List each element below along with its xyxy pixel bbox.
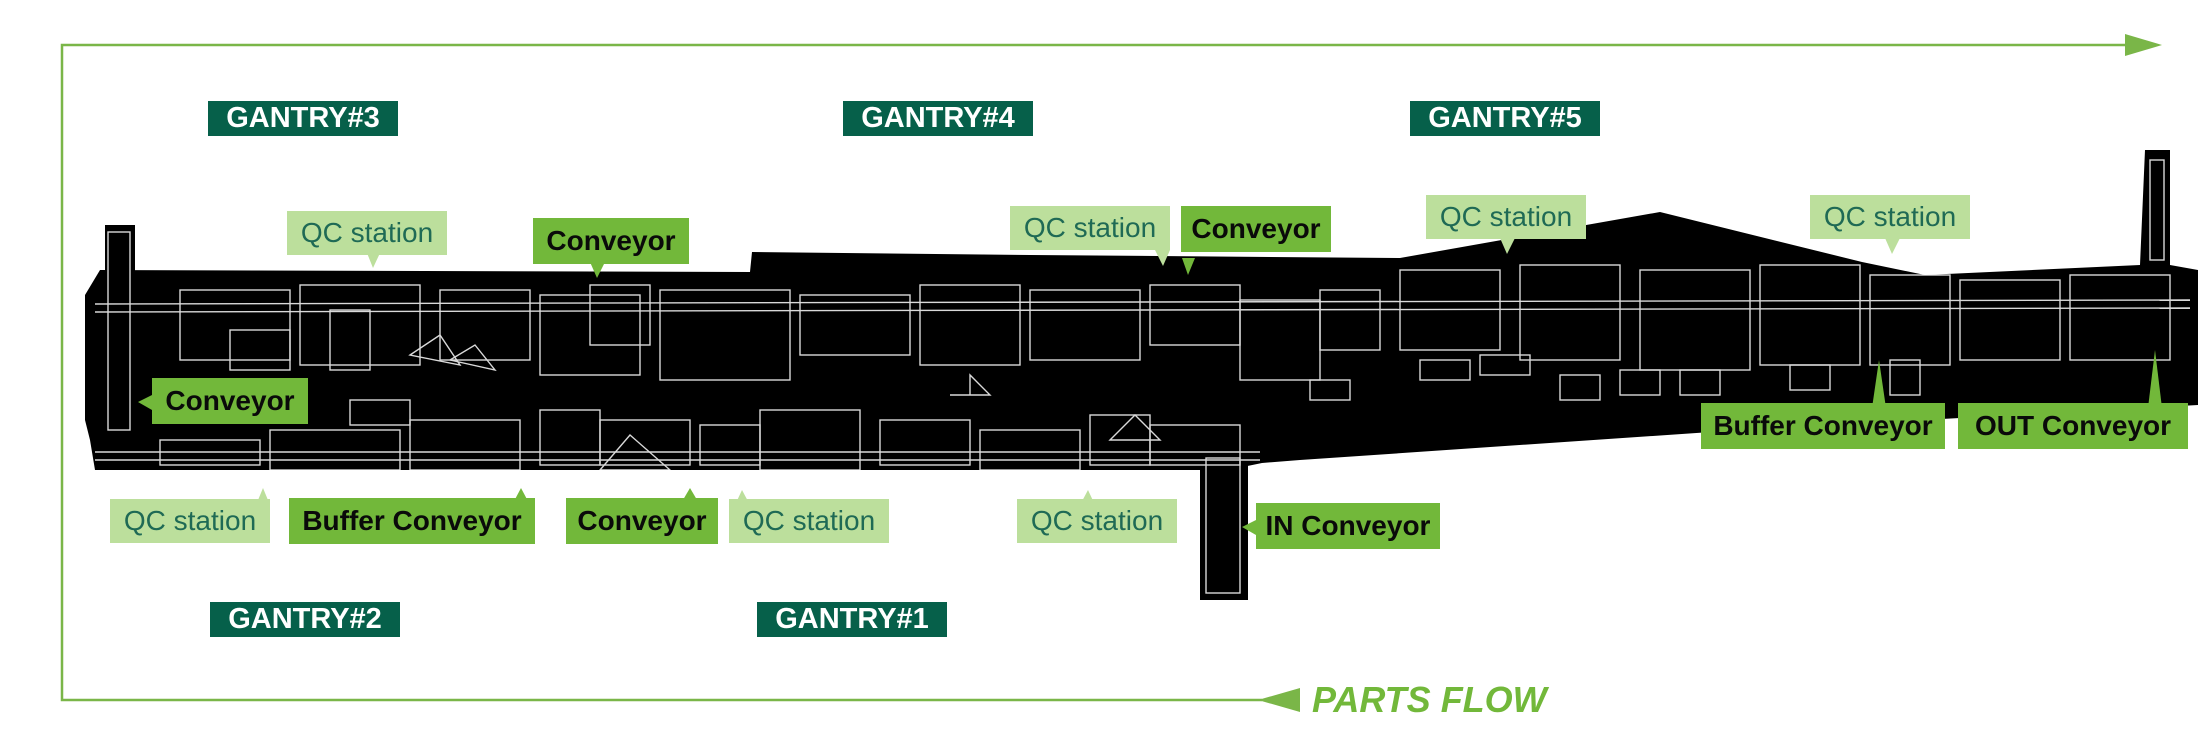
gantry-5-label: GANTRY#5	[1410, 101, 1600, 136]
qc-station-label-top-1: QC station	[287, 211, 447, 255]
conveyor-label-top-mid: Conveyor	[1181, 206, 1331, 252]
qc-station-label-bottom-3: QC station	[1017, 499, 1177, 543]
qc-station-label-top-4: QC station	[1810, 195, 1970, 239]
flow-arrow-right-icon	[2125, 34, 2162, 56]
flow-arrow-left-icon	[1258, 688, 1300, 712]
buffer-conveyor-label-bottom: Buffer Conveyor	[289, 498, 535, 544]
gantry-4-label: GANTRY#4	[843, 101, 1033, 136]
conveyor-label-top-left: Conveyor	[533, 218, 689, 264]
parts-flow-label: PARTS FLOW	[1312, 679, 1547, 720]
out-conveyor-label: OUT Conveyor	[1958, 403, 2188, 449]
qc-station-label-top-2: QC station	[1010, 206, 1170, 250]
parts-flow-loop	[60, 43, 2125, 702]
machine-schematic-lines	[94, 159, 2191, 594]
conveyor-label-mid-left: Conveyor	[152, 378, 308, 424]
qc-station-label-bottom-1: QC station	[110, 499, 270, 543]
buffer-conveyor-label-right: Buffer Conveyor	[1701, 403, 1945, 449]
qc-station-label-top-3: QC station	[1426, 195, 1586, 239]
in-conveyor-label: IN Conveyor	[1256, 503, 1440, 549]
gantry-3-label: GANTRY#3	[208, 101, 398, 136]
gantry-2-label: GANTRY#2	[210, 602, 400, 637]
qc-station-label-bottom-2: QC station	[729, 499, 889, 543]
gantry-1-label: GANTRY#1	[757, 602, 947, 637]
conveyor-label-bottom-mid: Conveyor	[566, 498, 718, 544]
